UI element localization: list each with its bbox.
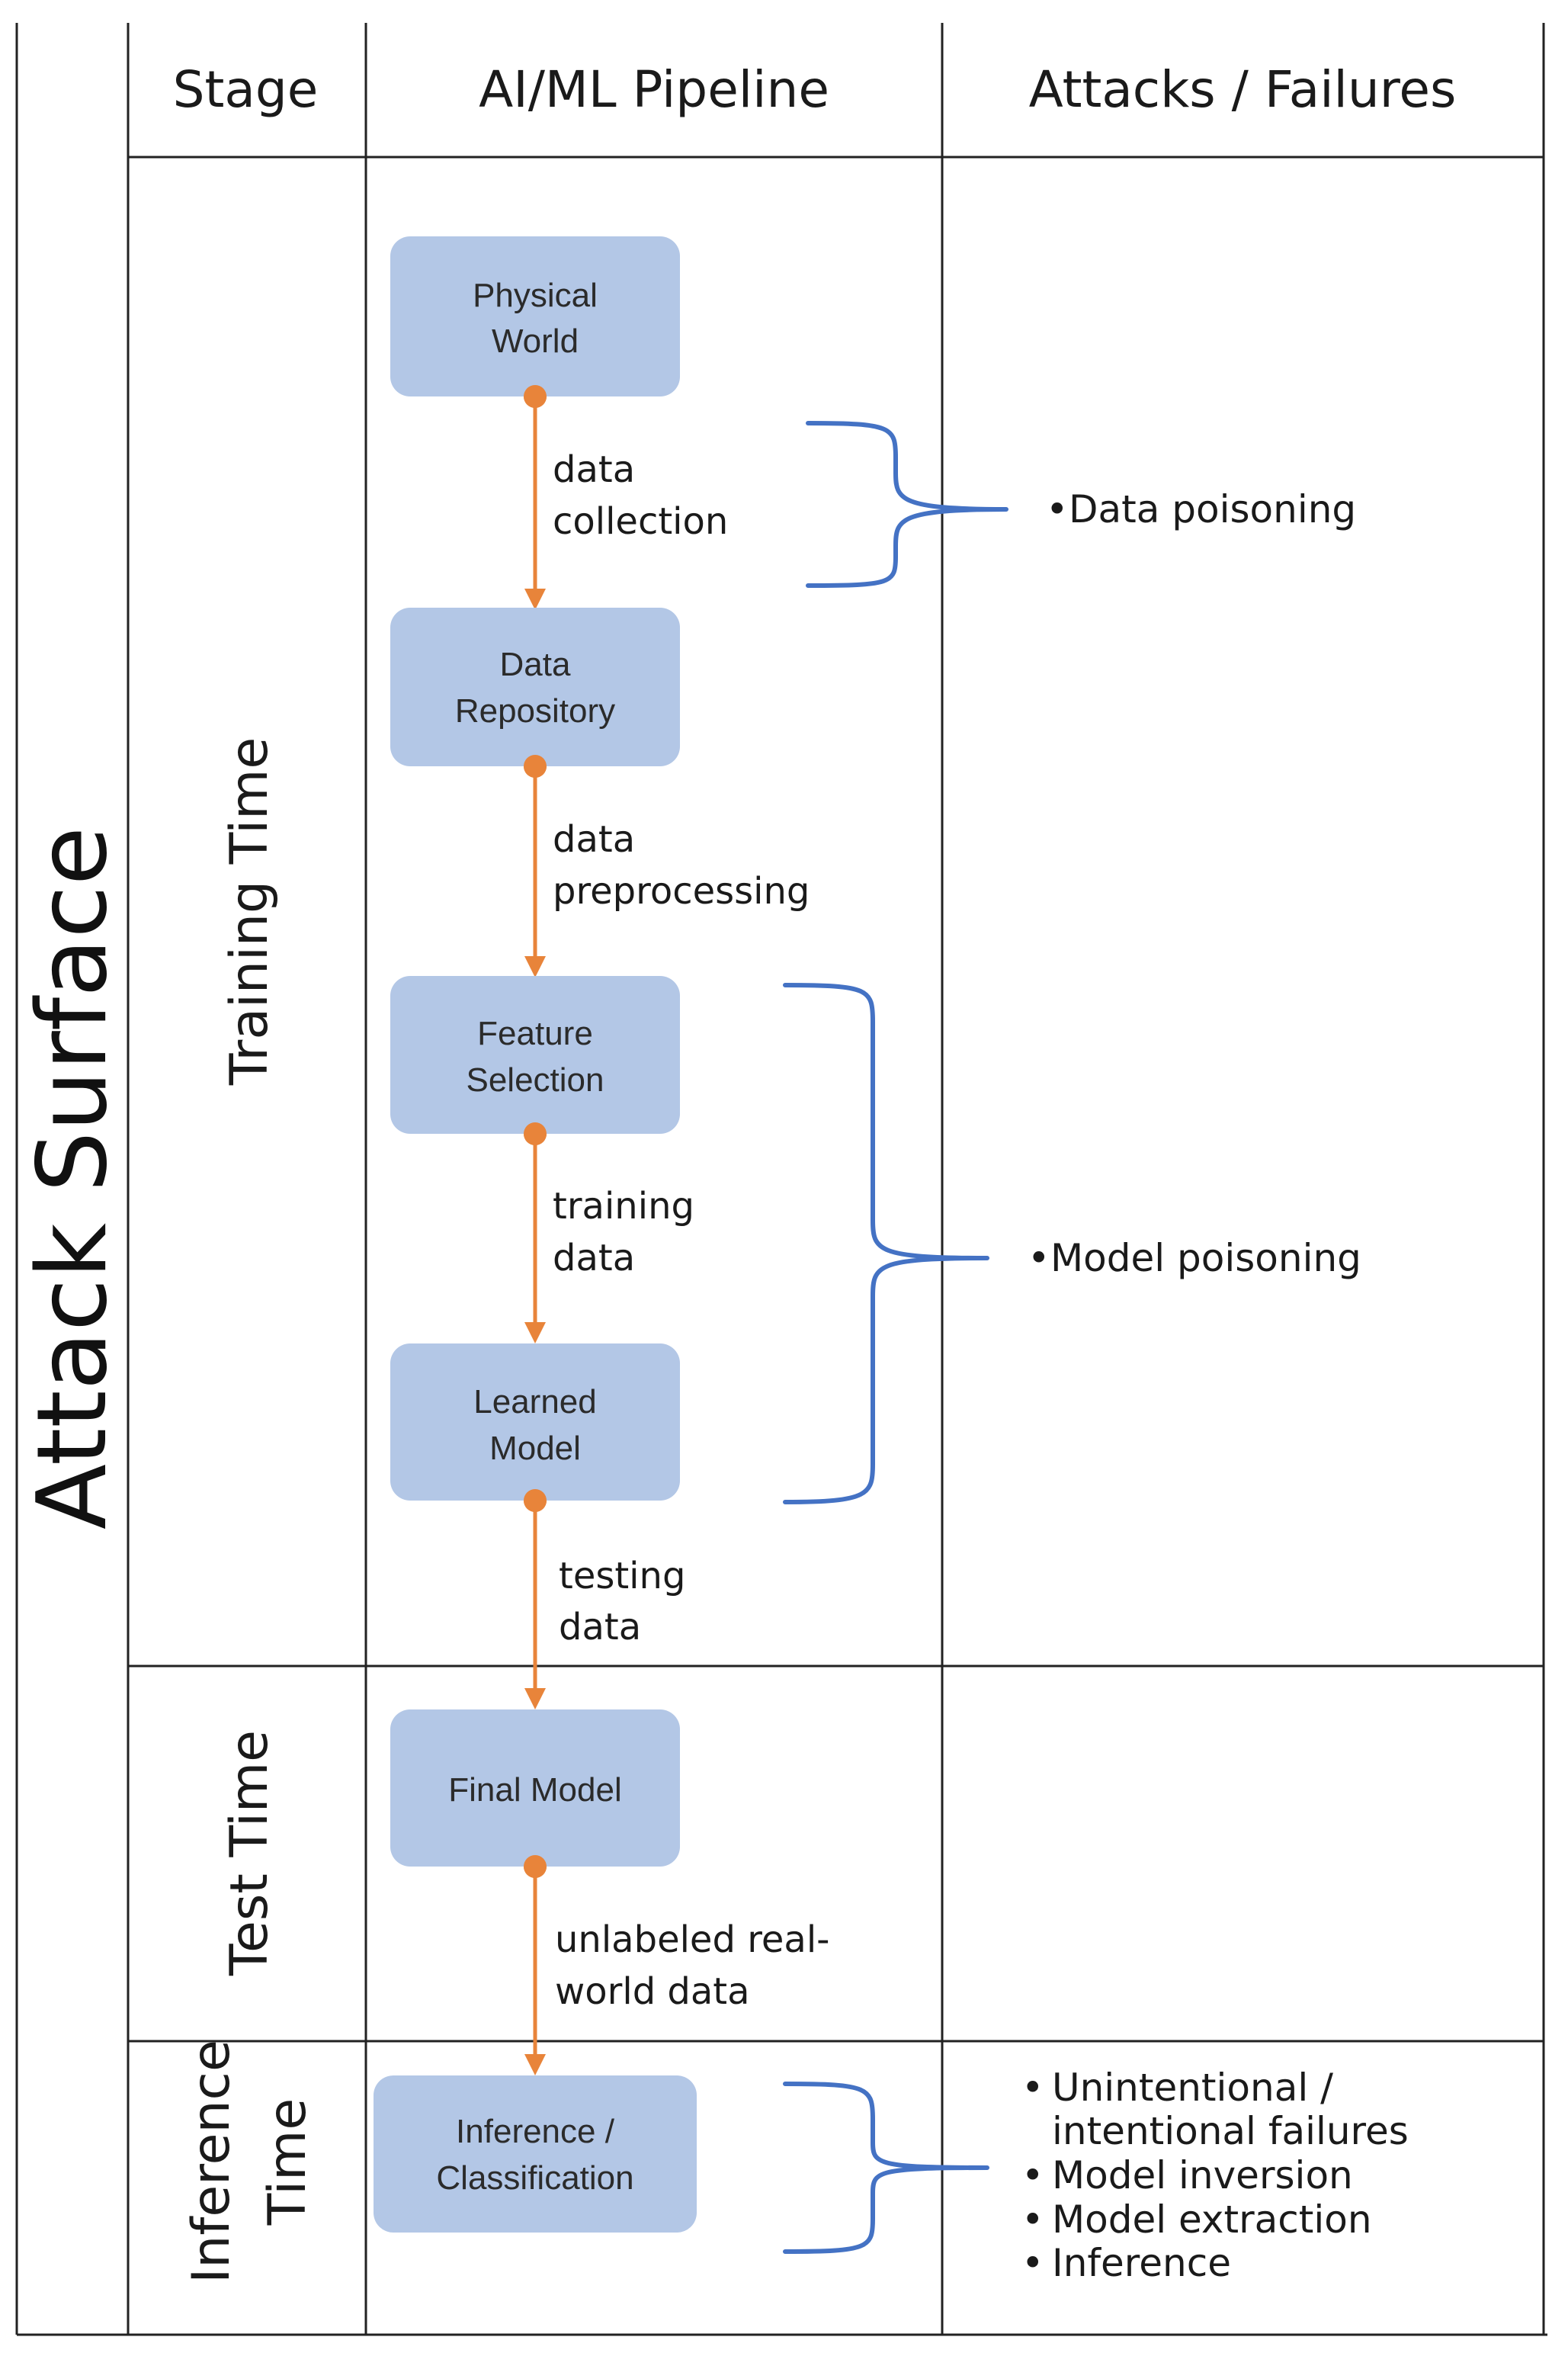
header-attacks: Attacks / Failures bbox=[1029, 60, 1457, 119]
stage-test-time: Test Time bbox=[220, 1730, 280, 1976]
node-feature-selection: Feature Selection bbox=[390, 976, 680, 1134]
node-learned-model-line2: Model bbox=[489, 1430, 581, 1467]
node-feature-selection-line2: Selection bbox=[466, 1061, 604, 1099]
attack-list-item-1b: intentional failures bbox=[1052, 2109, 1409, 2153]
table-grid bbox=[15, 23, 1547, 2336]
node-physical-world: Physical World bbox=[390, 236, 680, 396]
node-physical-world-line1: Physical bbox=[473, 277, 598, 314]
brace-inference-attacks bbox=[783, 2082, 989, 2254]
edge-label-unlabeled-2: world data bbox=[555, 1970, 750, 2013]
attack-list-bullet-2: • bbox=[1021, 2153, 1044, 2197]
header-stage: Stage bbox=[173, 60, 319, 119]
edge-label-testing-data-1: testing bbox=[559, 1555, 685, 1597]
attack-list-item-3: Model extraction bbox=[1052, 2197, 1372, 2242]
brace-data-poisoning bbox=[806, 421, 1008, 588]
attack-list-bullet-3: • bbox=[1021, 2197, 1044, 2242]
node-feature-selection-line1: Feature bbox=[477, 1015, 593, 1052]
node-inference-line2: Classification bbox=[436, 2159, 633, 2197]
node-physical-world-line2: World bbox=[492, 323, 579, 360]
node-learned-model-line1: Learned bbox=[473, 1383, 596, 1420]
node-data-repository-line1: Data bbox=[500, 646, 571, 683]
attack-model-poisoning-bullet: • bbox=[1028, 1236, 1050, 1280]
stage-inference-time-line1: Inference bbox=[181, 2040, 242, 2284]
edge-label-testing-data-2: data bbox=[559, 1606, 641, 1648]
brace-model-poisoning bbox=[783, 983, 989, 1504]
stage-training-time: Training Time bbox=[220, 737, 280, 1086]
edge-label-data-collection-1: data bbox=[553, 448, 635, 491]
edge-label-training-data-2: data bbox=[553, 1237, 635, 1279]
node-final-model-line1: Final Model bbox=[448, 1771, 621, 1809]
edge-label-data-collection-2: collection bbox=[553, 500, 728, 543]
attack-data-poisoning-bullet: • bbox=[1046, 487, 1069, 531]
attack-list-item-1a: Unintentional / bbox=[1052, 2066, 1333, 2110]
attack-surface-label: Attack Surface bbox=[16, 827, 128, 1530]
attack-data-poisoning: Data poisoning bbox=[1069, 487, 1356, 531]
node-inference-line1: Inference / bbox=[456, 2113, 615, 2150]
edge-label-data-preprocessing-2: preprocessing bbox=[553, 870, 810, 913]
attack-list-bullet-1: • bbox=[1021, 2066, 1044, 2110]
attack-list-item-4: Inference bbox=[1052, 2241, 1231, 2285]
node-final-model: Final Model bbox=[390, 1709, 680, 1867]
attack-list-item-2: Model inversion bbox=[1052, 2153, 1353, 2197]
node-data-repository: Data Repository bbox=[390, 608, 680, 766]
edge-label-unlabeled-1: unlabeled real- bbox=[555, 1918, 829, 1961]
edge-label-training-data-1: training bbox=[553, 1185, 694, 1228]
node-data-repository-line2: Repository bbox=[455, 692, 615, 730]
edge-label-data-preprocessing-1: data bbox=[553, 818, 635, 861]
node-inference-classification: Inference / Classification bbox=[374, 2075, 697, 2233]
stage-inference-time-line2: Time bbox=[258, 2098, 318, 2226]
header-pipeline: AI/ML Pipeline bbox=[479, 60, 829, 119]
attack-list-bullet-4: • bbox=[1021, 2241, 1044, 2285]
node-learned-model: Learned Model bbox=[390, 1343, 680, 1501]
attack-model-poisoning: Model poisoning bbox=[1050, 1236, 1361, 1280]
